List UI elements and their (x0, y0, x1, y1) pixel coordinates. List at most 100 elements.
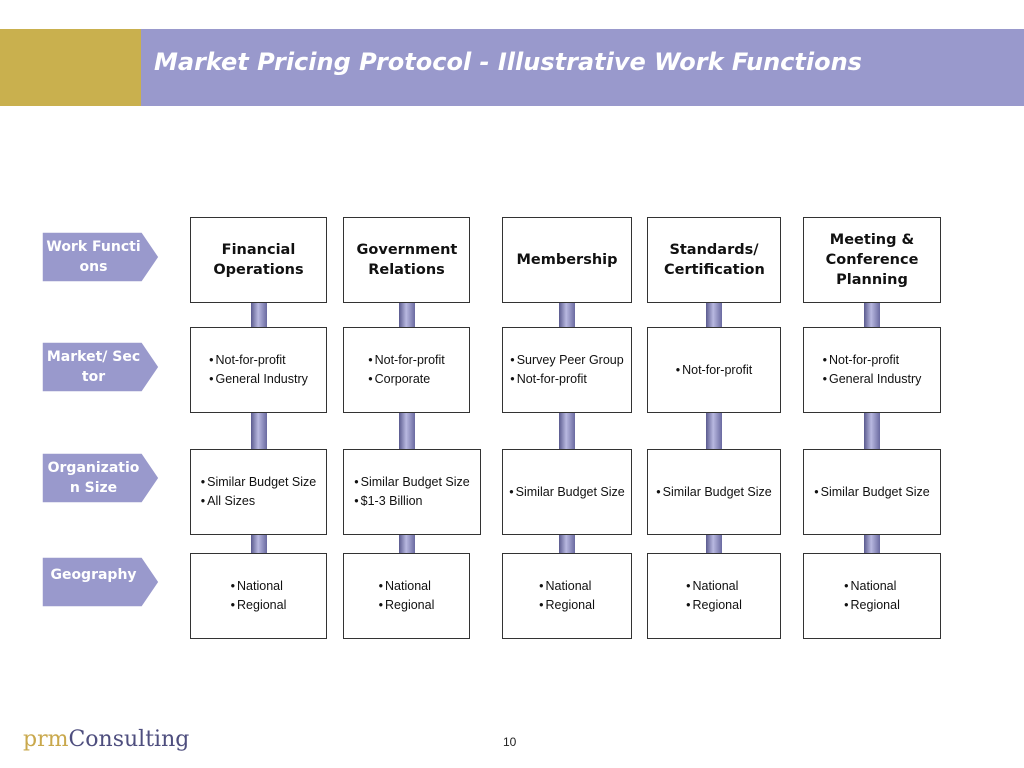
page-number: 10 (503, 735, 517, 749)
connector-bar (398, 303, 415, 327)
arrow-label-shape (42, 232, 160, 283)
logo-prm: prm (23, 727, 69, 752)
bullet-list: NationalRegional (686, 577, 742, 615)
bullet-list: Not-for-profitGeneral Industry (209, 351, 308, 389)
bullet-item: Corporate (368, 370, 445, 389)
bullet-item: Regional (844, 596, 900, 615)
bullet-list: Not-for-profitGeneral Industry (823, 351, 922, 389)
work-function-title: Government Relations (356, 242, 458, 278)
bullet-list: NationalRegional (539, 577, 595, 615)
row-label-text: Market/ Sector (46, 349, 141, 385)
market-sector-box: Not-for-profitGeneral Industry (803, 327, 941, 413)
connector-bar (559, 535, 575, 553)
bullet-item: Similar Budget Size (509, 483, 625, 502)
organization-size-box: Similar Budget SizeAll Sizes (190, 449, 327, 535)
bullet-list: Similar Budget SizeAll Sizes (201, 473, 316, 511)
arrow-label-shape (42, 453, 160, 504)
connector-bar (250, 413, 267, 449)
market-sector-box: Not-for-profit (647, 327, 781, 413)
bullet-item: Not-for-profit (823, 351, 922, 370)
work-function-title: Standards/ Certification (664, 242, 765, 278)
geography-box: NationalRegional (647, 553, 781, 639)
bullet-item: Regional (379, 596, 434, 615)
connector-bar (864, 303, 880, 327)
arrow-label-shape (42, 342, 160, 393)
bullet-item: Not-for-profit (209, 351, 308, 370)
geography-box: NationalRegional (190, 553, 327, 639)
bullet-item: General Industry (209, 370, 307, 389)
connector-bar (559, 413, 575, 449)
work-function-box: Financial Operations (190, 217, 327, 303)
header-accent-block (0, 29, 141, 106)
connector-bar (864, 413, 880, 449)
bullet-list: Not-for-profit (676, 361, 752, 380)
connector-bar (398, 535, 415, 553)
connector-bar (706, 303, 722, 327)
bullet-item: Not-for-profit (368, 351, 445, 370)
bullet-list: Not-for-profitCorporate (368, 351, 445, 389)
work-function-box: Standards/ Certification (647, 217, 781, 303)
row-label-organization-size: Organization Size (42, 453, 160, 504)
bullet-item: All Sizes (201, 492, 316, 511)
bullet-item: Similar Budget Size (656, 483, 772, 502)
geography-box: NationalRegional (803, 553, 941, 639)
geography-box: NationalRegional (343, 553, 470, 639)
bullet-item: National (379, 577, 435, 596)
connector-bar (559, 303, 575, 327)
organization-size-box: Similar Budget Size (647, 449, 781, 535)
page-title: Market Pricing Protocol - Illustrative W… (154, 48, 862, 76)
work-function-title: Meeting & Conference Planning (825, 232, 919, 288)
bullet-item: Similar Budget Size (814, 483, 930, 502)
organization-size-box: Similar Budget Size$1-3 Billion (343, 449, 481, 535)
organization-size-box: Similar Budget Size (502, 449, 632, 535)
bullet-item: Not-for-profit (510, 370, 623, 389)
row-label-text: Organization Size (47, 460, 140, 496)
row-label-work-functions: Work Functions (42, 232, 160, 283)
bullet-item: $1-3 Billion (354, 492, 469, 511)
bullet-item: National (844, 577, 900, 596)
bullet-list: NationalRegional (231, 577, 287, 615)
bullet-item: Regional (686, 596, 742, 615)
connector-bar (706, 535, 722, 553)
bullet-item: Survey Peer Group (510, 351, 624, 370)
bullet-list: Similar Budget Size (814, 483, 930, 502)
organization-size-box: Similar Budget Size (803, 449, 941, 535)
bullet-item: Not-for-profit (676, 361, 752, 380)
arrow-label-shape (42, 557, 160, 608)
bullet-item: National (539, 577, 595, 596)
bullet-list: Similar Budget Size$1-3 Billion (354, 473, 470, 511)
work-function-box: Membership (502, 217, 632, 303)
bullet-list: Similar Budget Size (509, 483, 625, 502)
bullet-item: Regional (231, 596, 286, 615)
bullet-item: National (231, 577, 287, 596)
market-sector-box: Survey Peer GroupNot-for-profit (502, 327, 632, 413)
bullet-list: NationalRegional (844, 577, 900, 615)
bullet-list: Similar Budget Size (656, 483, 772, 502)
connector-bar (706, 413, 722, 449)
row-label-market-sector: Market/ Sector (42, 342, 160, 393)
work-function-title: Membership (516, 252, 618, 268)
connector-bar (864, 535, 880, 553)
logo-consulting: Consulting (68, 727, 190, 752)
bullet-item: General Industry (823, 370, 921, 389)
market-sector-box: Not-for-profitCorporate (343, 327, 470, 413)
connector-bar (250, 535, 267, 553)
bullet-list: Survey Peer GroupNot-for-profit (510, 351, 624, 389)
connector-bar (250, 303, 267, 327)
connector-bar (398, 413, 415, 449)
company-logo: prmConsulting (23, 727, 189, 752)
work-function-box: Government Relations (343, 217, 470, 303)
bullet-list: NationalRegional (379, 577, 435, 615)
header-bar (141, 29, 1024, 106)
bullet-item: Similar Budget Size (201, 473, 316, 492)
row-label-geography: Geography (42, 557, 160, 608)
bullet-item: Regional (539, 596, 595, 615)
work-function-title: Financial Operations (213, 242, 304, 278)
row-label-text: Work Functions (46, 239, 141, 275)
row-label-text: Geography (50, 567, 137, 583)
bullet-item: Similar Budget Size (354, 473, 470, 492)
bullet-item: National (686, 577, 742, 596)
work-function-box: Meeting & Conference Planning (803, 217, 941, 303)
geography-box: NationalRegional (502, 553, 632, 639)
market-sector-box: Not-for-profitGeneral Industry (190, 327, 327, 413)
